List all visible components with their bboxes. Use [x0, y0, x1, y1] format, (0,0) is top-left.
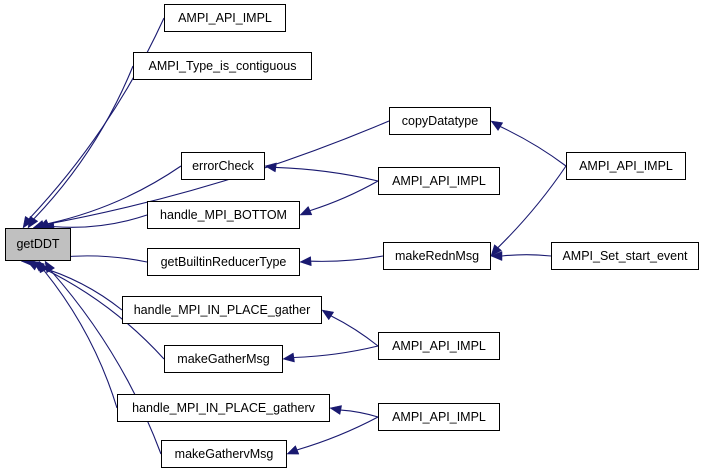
graph-arrowhead — [490, 244, 503, 257]
graph-node-getDDT[interactable]: getDDT — [5, 228, 71, 261]
graph-node-label: copyDatatype — [401, 113, 479, 128]
graph-node-makeGatherMsg[interactable]: makeGatherMsg — [164, 345, 283, 373]
graph-node-ampi_api_impl_gatherv[interactable]: AMPI_API_IMPL — [378, 403, 500, 431]
graph-edge-handle_in_place_gatherv-to-getDDT — [43, 270, 118, 409]
graph-node-ampi_api_impl_mid[interactable]: AMPI_API_IMPL — [378, 167, 500, 195]
graph-node-label: handle_MPI_IN_PLACE_gatherv — [132, 400, 315, 415]
graph-arrowhead — [264, 162, 277, 173]
graph-edge-errorCheck-to-getDDT — [47, 165, 182, 225]
graph-node-ampi_type_is_contiguous[interactable]: AMPI_Type_is_contiguous — [133, 52, 312, 80]
graph-node-copyDatatype[interactable]: copyDatatype — [389, 107, 491, 135]
graph-arrowhead — [27, 215, 39, 229]
graph-node-label: getDDT — [16, 237, 60, 252]
graph-arrowhead — [22, 215, 34, 229]
graph-node-label: handle_MPI_BOTTOM — [160, 207, 287, 222]
graph-node-ampi_api_impl_top[interactable]: AMPI_API_IMPL — [164, 4, 286, 32]
graph-arrowhead — [321, 309, 335, 321]
graph-node-ampi_api_impl_right[interactable]: AMPI_API_IMPL — [566, 152, 686, 180]
graph-edge-handle_mpi_bottom-to-getDDT — [53, 214, 148, 228]
graph-node-handle_in_place_gatherv[interactable]: handle_MPI_IN_PLACE_gatherv — [117, 394, 330, 422]
graph-node-label: AMPI_API_IMPL — [392, 173, 486, 188]
graph-node-makeGathervMsg[interactable]: makeGathervMsg — [161, 440, 287, 468]
graph-node-errorCheck[interactable]: errorCheck — [181, 152, 265, 180]
graph-edge-copyDatatype-to-getDDT — [43, 120, 390, 226]
graph-edge-ampi_api_impl_gather-to-makeGatherMsg — [293, 345, 379, 359]
graph-edge-ampi_api_impl_mid-to-errorCheck — [275, 166, 379, 182]
graph-node-get_builtin_reducer_type[interactable]: getBuiltinReducerType — [147, 248, 300, 276]
graph-edge-ampi_set_start_event-to-makeRednMsg — [501, 254, 552, 257]
graph-node-handle_mpi_bottom[interactable]: handle_MPI_BOTTOM — [147, 201, 300, 229]
graph-node-ampi_api_impl_gather[interactable]: AMPI_API_IMPL — [378, 332, 500, 360]
graph-node-label: AMPI_API_IMPL — [579, 158, 673, 173]
graph-node-ampi_set_start_event[interactable]: AMPI_Set_start_event — [551, 242, 699, 270]
graph-arrowhead — [490, 120, 504, 132]
graph-arrowhead — [286, 445, 300, 455]
graph-arrowhead — [299, 256, 312, 267]
graph-arrowhead — [329, 405, 342, 415]
graph-edge-makeGathervMsg-to-getDDT — [50, 270, 162, 455]
graph-edge-ampi_api_impl_right-to-copyDatatype — [500, 126, 567, 167]
graph-node-label: AMPI_Type_is_contiguous — [148, 58, 297, 73]
graph-edge-ampi_api_impl_gatherv-to-handle_in_place_gatherv — [340, 409, 379, 418]
graph-arrowhead — [44, 260, 56, 274]
graph-edge-ampi_type_is_contiguous-to-getDDT — [33, 65, 134, 220]
graph-arrowhead — [38, 260, 49, 274]
graph-edge-makeGatherMsg-to-getDDT — [41, 267, 165, 360]
graph-node-handle_in_place_gather[interactable]: handle_MPI_IN_PLACE_gather — [122, 296, 322, 324]
graph-arrowhead — [299, 205, 313, 216]
graph-node-label: handle_MPI_IN_PLACE_gather — [133, 302, 311, 317]
graph-node-label: AMPI_API_IMPL — [392, 409, 486, 424]
graph-node-label: AMPI_API_IMPL — [392, 338, 486, 353]
graph-node-label: errorCheck — [192, 158, 254, 173]
graph-node-label: getBuiltinReducerType — [160, 254, 287, 269]
graph-node-makeRednMsg[interactable]: makeRednMsg — [383, 242, 491, 270]
graph-node-label: makeGatherMsg — [177, 351, 270, 366]
graph-arrowhead — [490, 251, 503, 261]
graph-edge-ampi_api_impl_mid-to-handle_mpi_bottom — [309, 180, 379, 212]
graph-node-label: AMPI_Set_start_event — [562, 248, 688, 263]
graph-edge-ampi_api_impl_gather-to-handle_in_place_gather — [331, 315, 379, 347]
graph-node-label: AMPI_API_IMPL — [178, 10, 272, 25]
graph-node-label: makeRednMsg — [394, 248, 480, 263]
graph-arrowhead — [282, 352, 295, 363]
graph-edge-ampi_api_impl_gatherv-to-makeGathervMsg — [297, 416, 379, 451]
graph-edge-makeRednMsg-to-get_builtin_reducer_type — [310, 255, 384, 262]
graph-edge-ampi_api_impl_right-to-makeRednMsg — [497, 165, 567, 248]
graph-node-label: makeGathervMsg — [174, 446, 274, 461]
